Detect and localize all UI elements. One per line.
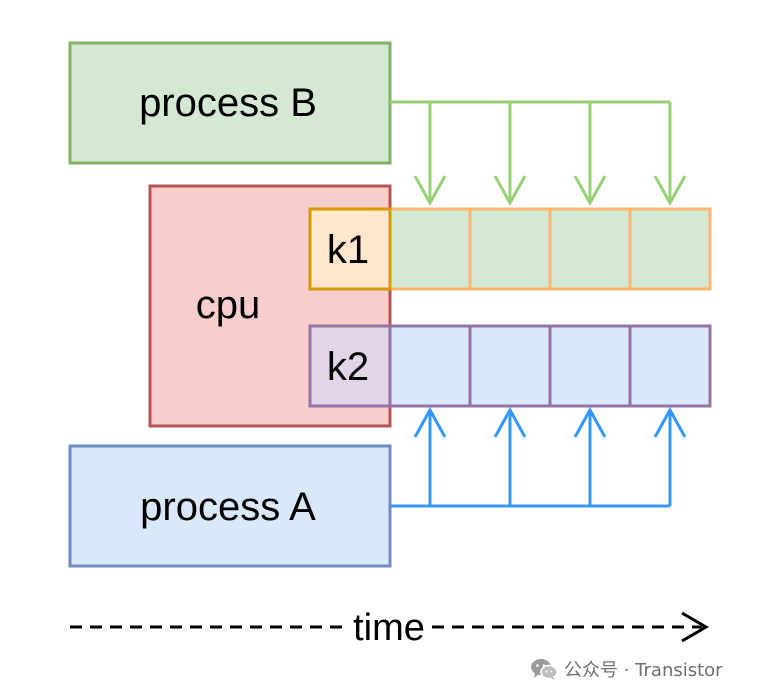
process-b-arrowhead-3: [573, 175, 607, 207]
time-axis-arrowhead: [681, 611, 709, 643]
process-b-label: process B: [139, 81, 317, 125]
process-b-arrowhead-1: [413, 175, 447, 207]
k1-label: k1: [327, 228, 369, 272]
process-b-box: process B: [68, 41, 392, 165]
process-a-arrowhead-2: [493, 406, 527, 438]
k1-row: k1: [308, 207, 712, 291]
k1-slot-4: [628, 207, 712, 291]
k1-slot-3: [548, 207, 632, 291]
process-b-arrowhead-4: [653, 175, 687, 207]
process-a-box: process A: [68, 444, 392, 568]
process-a-label: process A: [140, 485, 316, 529]
k2-label: k2: [327, 345, 369, 389]
k1-slot-2: [468, 207, 552, 291]
process-b-arrowhead-2: [493, 175, 527, 207]
k2-box: [308, 324, 392, 408]
process-a-arrowhead-4: [653, 406, 687, 438]
k1-box: [308, 207, 392, 291]
time-axis: time: [70, 607, 709, 649]
process-a-arrowhead-3: [573, 406, 607, 438]
k2-slot-4: [628, 324, 712, 408]
process-a-arrowhead-1: [413, 406, 447, 438]
time-label: time: [353, 607, 425, 649]
watermark-text: 公众号 · Transistor: [564, 660, 723, 681]
wechat-icon: [531, 659, 558, 680]
k2-slot-2: [468, 324, 552, 408]
process-b-arrows: [390, 100, 687, 207]
cpu-label: cpu: [196, 283, 261, 327]
k1-slot-1: [388, 207, 472, 291]
process-a-arrows: [390, 406, 687, 508]
k2-slot-3: [548, 324, 632, 408]
watermark: 公众号 · Transistor: [530, 656, 723, 682]
k2-row: k2: [308, 324, 712, 408]
k2-slot-1: [388, 324, 472, 408]
